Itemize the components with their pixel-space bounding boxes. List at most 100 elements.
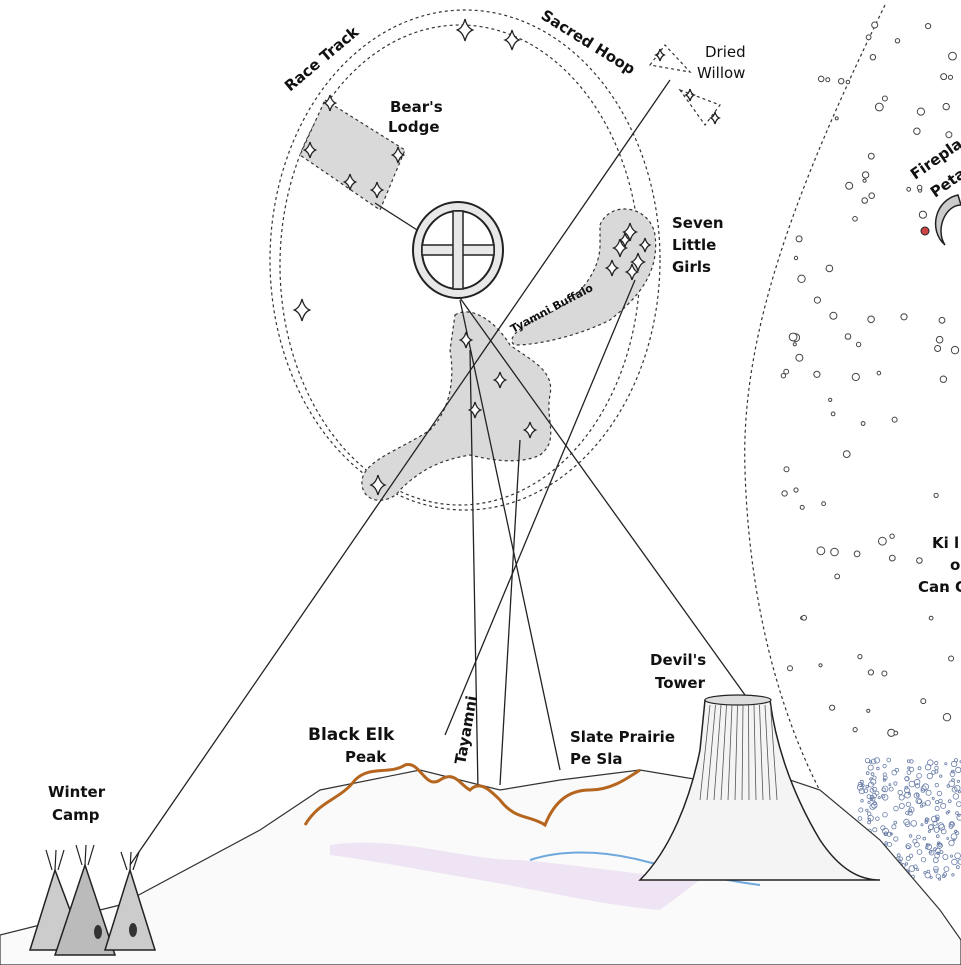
- milky-way-star: [949, 656, 954, 661]
- milky-way-star: [917, 558, 923, 564]
- milky-way-star: [943, 103, 949, 109]
- milky-way-dense-star: [943, 854, 948, 859]
- milky-way-star: [829, 398, 832, 401]
- milky-way-star: [862, 172, 868, 178]
- milky-way-dense-star: [935, 806, 939, 810]
- label-devils-tower-2: Tower: [655, 674, 706, 692]
- milky-way-dense-star: [866, 772, 869, 775]
- milky-way-dense-star: [928, 830, 930, 832]
- milky-way-star: [819, 664, 822, 667]
- milky-way-dense-star: [945, 763, 947, 765]
- milky-way-star: [917, 108, 924, 115]
- milky-way-dense-star: [899, 795, 904, 800]
- bears-lodge-constellation: [300, 100, 405, 210]
- milky-way-dense-star: [885, 842, 887, 844]
- milky-way-dense-star: [948, 811, 950, 813]
- milky-way-star: [875, 103, 883, 111]
- milky-way-dense-star: [906, 856, 910, 860]
- milky-way-star: [814, 297, 820, 303]
- milky-way-star: [818, 76, 824, 82]
- milky-way-dense-star: [877, 767, 880, 770]
- milky-way-stars: [781, 22, 959, 736]
- milky-way-star: [814, 371, 820, 377]
- milky-way-star: [914, 128, 920, 134]
- milky-way-star: [892, 417, 897, 422]
- milky-way-dense-star: [899, 803, 904, 808]
- milky-way-star: [907, 187, 911, 191]
- milky-way-dense-star: [868, 765, 873, 770]
- milky-way-star: [858, 655, 862, 659]
- label-seven-girls-3: Girls: [672, 258, 711, 276]
- milky-way-star: [782, 491, 787, 496]
- milky-way-star: [826, 265, 833, 272]
- milky-way-dense-star: [928, 760, 934, 766]
- label-race-track: Race Track: [281, 22, 363, 95]
- milky-way-dense-star: [927, 773, 932, 778]
- milky-way-star: [784, 467, 789, 472]
- milky-way-star: [868, 316, 875, 323]
- milky-way-dense-star: [938, 823, 944, 829]
- milky-way-dense-star: [932, 797, 934, 799]
- milky-way-dense-star: [951, 761, 956, 766]
- milky-way-dense-star: [934, 827, 939, 832]
- milky-way-star: [929, 616, 933, 620]
- milky-way-dense-star: [952, 874, 954, 876]
- star-icon: [711, 112, 719, 124]
- milky-way-dense-star: [917, 835, 921, 839]
- milky-way-dense-star: [905, 863, 907, 865]
- milky-way-dense-star: [944, 867, 949, 872]
- milky-way-star: [798, 275, 805, 282]
- milky-way-star: [853, 217, 858, 222]
- milky-way-star: [794, 488, 798, 492]
- milky-way-star: [831, 548, 839, 556]
- milky-way-star: [895, 39, 899, 43]
- dried-willow-constellation-1: [650, 45, 690, 72]
- label-winter-camp-2: Camp: [52, 806, 100, 824]
- milky-way-dense-star: [866, 785, 869, 788]
- label-slate-prairie-2: Pe Sla: [570, 750, 622, 768]
- milky-way-dense-star: [867, 812, 871, 816]
- milky-way-dense-star: [873, 828, 877, 832]
- milky-way-dense-star: [894, 837, 898, 841]
- milky-way-star: [796, 354, 803, 361]
- sightline-winter-camp: [130, 80, 670, 865]
- milky-way-dense-star: [908, 793, 910, 795]
- milky-way-star: [949, 52, 957, 60]
- tower-striation: [749, 705, 750, 800]
- milky-way-dense-star: [907, 771, 911, 775]
- winter-camp-tipis-icon: [30, 845, 155, 955]
- milky-way-dense-star: [955, 853, 961, 859]
- milky-way-star: [856, 342, 860, 346]
- milky-way-dense-star: [925, 800, 930, 805]
- label-seven-girls-2: Little: [672, 236, 716, 254]
- milky-way-dense-star: [894, 806, 899, 811]
- label-bears-lodge-2: Lodge: [388, 118, 440, 136]
- milky-way-dense-star: [939, 799, 943, 803]
- milky-way-star: [863, 179, 866, 182]
- milky-way-dense-star: [913, 839, 917, 843]
- milky-way-star: [789, 333, 797, 341]
- milky-way-star: [784, 369, 789, 374]
- milky-way-star: [939, 317, 945, 323]
- milky-way-star: [794, 256, 797, 259]
- milky-way-star: [796, 236, 802, 242]
- milky-way-dense-star: [876, 817, 880, 821]
- milky-way-dense-star: [956, 812, 959, 815]
- label-winter-camp-1: Winter: [48, 783, 106, 801]
- milky-way-dense-star: [883, 812, 888, 817]
- label-bears-lodge-1: Bear's: [390, 98, 443, 116]
- milky-way-dense-star: [941, 803, 946, 808]
- milky-way-dense-star: [922, 803, 925, 806]
- milky-way-star: [890, 534, 894, 538]
- milky-way-dense-star: [936, 874, 940, 878]
- milky-way-dense-star: [889, 784, 891, 786]
- milky-way-star: [853, 728, 857, 732]
- milky-way-dense-star: [952, 859, 958, 865]
- milky-way-star: [921, 699, 926, 704]
- milky-way-star: [831, 412, 835, 416]
- milky-way-dense-star: [940, 775, 942, 777]
- label-sacred-hoop: Sacred Hoop: [538, 6, 639, 78]
- milky-way-star: [839, 79, 844, 84]
- milky-way-star: [826, 78, 830, 82]
